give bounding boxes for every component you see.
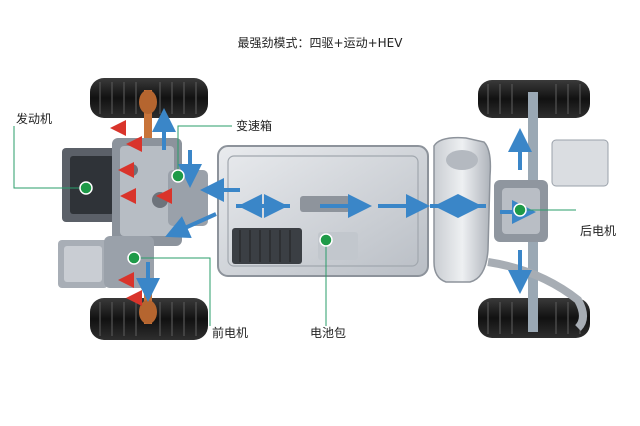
rear-motor-marker (513, 203, 527, 217)
engine-flow-arrows (110, 120, 172, 306)
engine-marker (79, 181, 93, 195)
label-battery: 电池包 (310, 326, 347, 340)
label-transmission: 变速箱 (236, 119, 273, 133)
label-leader-lines (13, 125, 576, 326)
mode-title: 最强劲模式：四驱+运动+HEV (237, 36, 403, 50)
label-front-motor: 前电机 (212, 326, 249, 340)
fuel-tank (433, 136, 492, 283)
battery-marker (319, 233, 333, 247)
label-rear-motor: 后电机 (580, 224, 617, 238)
rear-axle (487, 92, 609, 332)
front-motor-unit (58, 236, 154, 288)
transmission-marker (171, 169, 185, 183)
front-motor-marker (127, 251, 141, 265)
label-engine: 发动机 (16, 112, 53, 126)
electric-flow-arrows (136, 108, 536, 302)
battery-pack (217, 145, 429, 277)
component-markers (79, 169, 527, 265)
